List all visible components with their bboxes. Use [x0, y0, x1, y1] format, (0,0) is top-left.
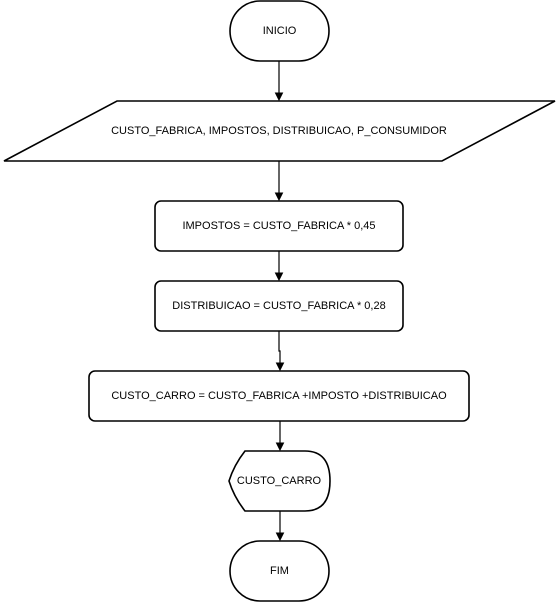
start-terminator: INICIO — [229, 0, 330, 62]
edge-start-to-input — [274, 61, 284, 102]
input-data-label: CUSTO_FABRICA, IMPOSTOS, DISTRIBUICAO, P… — [111, 125, 447, 137]
process-distribuicao-label: DISTRIBUICAO = CUSTO_FABRICA * 0,28 — [172, 300, 385, 312]
process-custo-carro-label: CUSTO_CARRO = CUSTO_FABRICA +IMPOSTO +DI… — [111, 390, 447, 402]
process-custo-carro: CUSTO_CARRO = CUSTO_FABRICA +IMPOSTO +DI… — [88, 370, 470, 422]
edge-distribuicao-to-custo-carro — [275, 331, 285, 372]
edge-display-to-end — [275, 511, 285, 542]
display-output: CUSTO_CARRO — [228, 450, 331, 512]
edge-impostos-to-distribuicao — [274, 251, 284, 282]
display-output-label: CUSTO_CARRO — [237, 475, 322, 487]
process-distribuicao: DISTRIBUICAO = CUSTO_FABRICA * 0,28 — [154, 280, 404, 332]
input-data-parallelogram: CUSTO_FABRICA, IMPOSTOS, DISTRIBUICAO, P… — [3, 100, 556, 162]
edge-input-to-impostos — [274, 161, 284, 202]
process-impostos-label: IMPOSTOS = CUSTO_FABRICA * 0,45 — [182, 220, 375, 232]
end-label: FIM — [270, 565, 289, 577]
edge-custo-carro-to-display — [275, 421, 285, 452]
start-label: INICIO — [263, 25, 297, 37]
process-impostos: IMPOSTOS = CUSTO_FABRICA * 0,45 — [154, 200, 404, 252]
end-terminator: FIM — [229, 540, 330, 602]
